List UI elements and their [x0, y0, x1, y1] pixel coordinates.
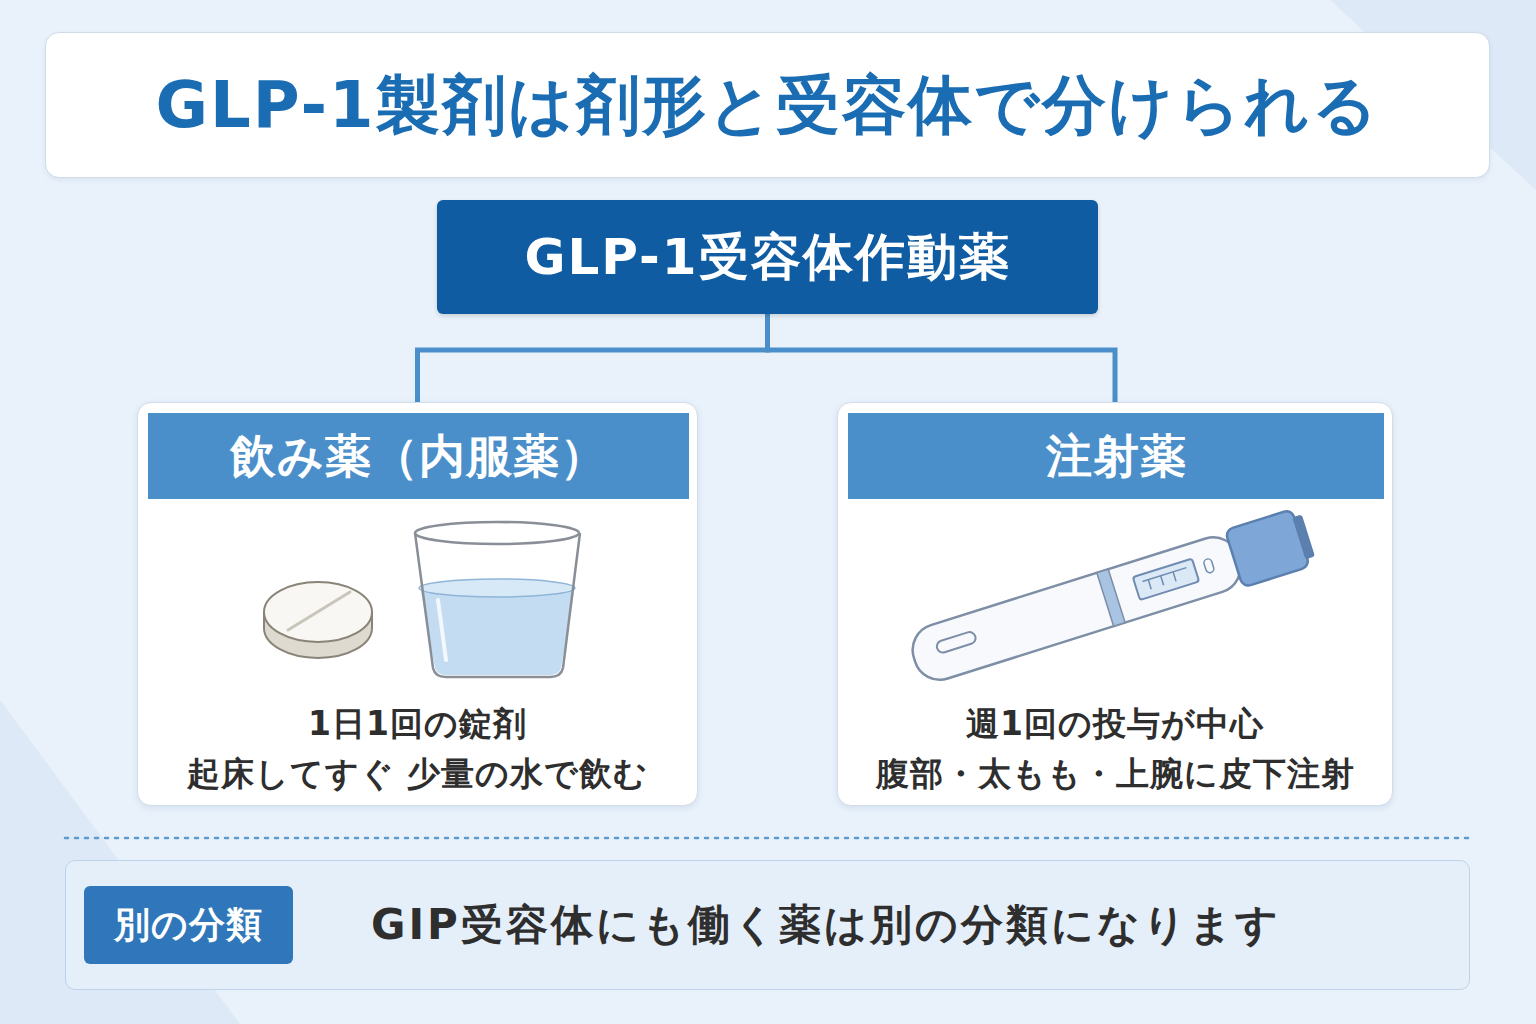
title-box: GLP-1製剤は剤形と受容体で分けられる: [45, 32, 1490, 178]
node-text: GLP-1受容体作動薬: [524, 224, 1010, 291]
node-text: 1日1回の錠剤: [308, 699, 527, 749]
note-band: GIP受容体にも働く薬は別の分類になります 別の分類: [65, 860, 1470, 990]
text-wrap: GLP-1受容体作動薬: [437, 200, 1098, 314]
text-wrap: 1日1回の錠剤起床してすぐ 少量の水で飲む: [138, 699, 697, 799]
text-wrap: GIP受容体にも働く薬は別の分類になります: [371, 861, 1281, 989]
title: GLP-1製剤は剤形と受容体で分けられる: [155, 62, 1379, 149]
tag-box: 別の分類: [84, 886, 293, 964]
node-text: GIP受容体にも働く薬は別の分類になります: [371, 897, 1281, 953]
tree-connector: [418, 314, 768, 402]
tablet-illustration: [264, 582, 372, 658]
dotted-divider: [65, 837, 1470, 840]
node-text: 注射薬: [1046, 431, 1187, 481]
text-wrap: 飲み薬（内服薬）: [148, 413, 689, 499]
card-header: 飲み薬（内服薬）: [148, 413, 689, 499]
text-wrap: 別の分類: [84, 886, 293, 964]
node-text: 別の分類: [114, 901, 263, 950]
dosage-card: 1日1回の錠剤起床してすぐ 少量の水で飲む飲み薬（内服薬）: [137, 402, 698, 806]
dosage-card: 週1回の投与が中心腹部・太もも・上腕に皮下注射注射薬: [837, 402, 1393, 806]
node-text: 週1回の投与が中心: [966, 699, 1264, 749]
node-text: 起床してすぐ 少量の水で飲む: [187, 749, 649, 799]
node-text: 飲み薬（内服薬）: [230, 431, 607, 481]
category-box: GLP-1受容体作動薬: [437, 200, 1098, 314]
text-wrap: 注射薬: [848, 413, 1384, 499]
injection-pen-illustration: [905, 507, 1317, 688]
card-header: 注射薬: [848, 413, 1384, 499]
tree-connector: [768, 314, 1116, 402]
node-text: 腹部・太もも・上腕に皮下注射: [876, 749, 1355, 799]
water-glass-illustration: [415, 522, 580, 677]
text-wrap: 週1回の投与が中心腹部・太もも・上腕に皮下注射: [838, 699, 1392, 799]
